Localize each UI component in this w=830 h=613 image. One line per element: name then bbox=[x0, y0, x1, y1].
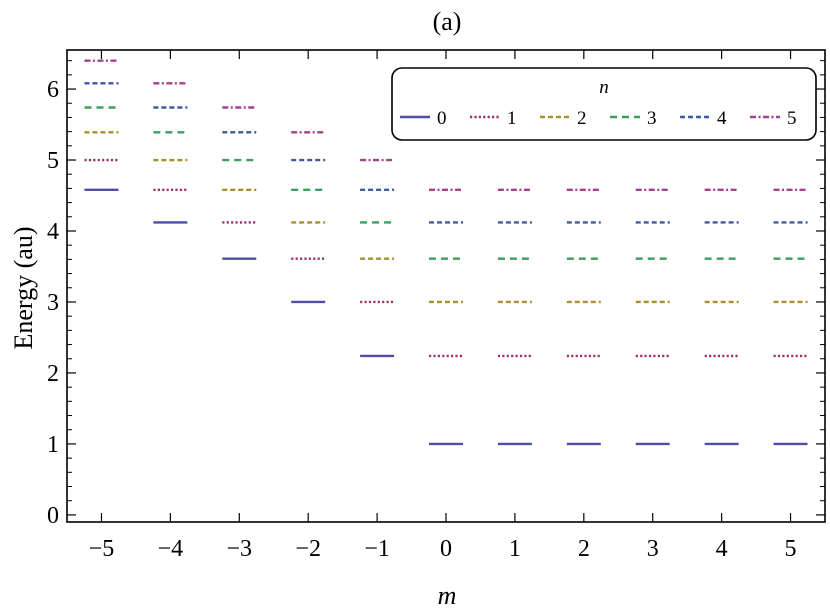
legend-title: n bbox=[599, 77, 609, 98]
energy-levels bbox=[84, 59, 808, 446]
x-tick-label: −4 bbox=[158, 536, 184, 562]
legend-label-n4: 4 bbox=[717, 108, 727, 129]
legend-label-n2: 2 bbox=[577, 108, 587, 129]
legend-label-n5: 5 bbox=[787, 108, 797, 129]
y-tick-label: 4 bbox=[47, 219, 59, 245]
x-tick-label: 1 bbox=[509, 536, 521, 562]
y-tick-label: 3 bbox=[47, 290, 59, 316]
x-tick-label: 5 bbox=[785, 536, 797, 562]
y-axis-title: Energy (au) bbox=[9, 227, 38, 350]
legend: n 0 1 2 3 4 5 bbox=[391, 67, 817, 141]
x-tick-label: 3 bbox=[647, 536, 659, 562]
y-tick-label: 6 bbox=[47, 77, 59, 103]
x-tick-label: −1 bbox=[364, 536, 390, 562]
legend-label-n3: 3 bbox=[647, 108, 657, 129]
axis-ticks: −5 −4 −3 −2 −1 0 1 2 3 4 5 0 1 2 3 4 5 6 bbox=[47, 50, 825, 562]
legend-label-n1: 1 bbox=[507, 108, 517, 129]
legend-box bbox=[391, 67, 817, 141]
chart-title: (a) bbox=[433, 7, 462, 36]
y-tick-label: 0 bbox=[47, 503, 59, 529]
legend-items: 0 1 2 3 4 5 bbox=[400, 108, 797, 129]
y-tick-label: 2 bbox=[47, 361, 59, 387]
x-tick-label: −2 bbox=[295, 536, 321, 562]
y-tick-label: 1 bbox=[47, 432, 59, 458]
x-tick-label: 4 bbox=[716, 536, 728, 562]
y-tick-label: 5 bbox=[47, 148, 59, 174]
x-tick-label: 0 bbox=[440, 536, 452, 562]
legend-label-n0: 0 bbox=[437, 108, 447, 129]
x-tick-label: −5 bbox=[89, 536, 115, 562]
x-axis-title: m bbox=[438, 581, 457, 610]
x-tick-label: −3 bbox=[226, 536, 252, 562]
x-tick-label: 2 bbox=[578, 536, 590, 562]
